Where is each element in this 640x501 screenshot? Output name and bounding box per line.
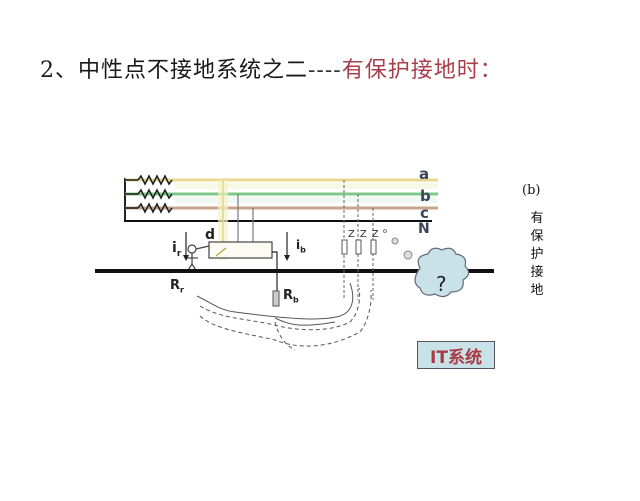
- winding-icons: [125, 174, 173, 214]
- impedance-elements: [341, 239, 377, 255]
- person-resistance-label: Rr: [170, 278, 184, 295]
- equipment-current-label: ib: [296, 238, 306, 255]
- ib-arrow-icon: [284, 255, 290, 261]
- cloud-question-label: ?: [436, 272, 447, 296]
- ground-potential-curves: [196, 282, 372, 351]
- title-highlight: 有保护接地时：: [341, 58, 503, 83]
- equipment-label: d: [205, 227, 216, 243]
- it-system-badge: IT系统: [417, 341, 495, 369]
- page-title: 2、中性点不接地系统之二----有保护接地时：: [40, 52, 503, 84]
- impedance-labels: ZZZ: [348, 229, 384, 240]
- phase-label-n: N: [418, 221, 430, 237]
- equipment-enclosure: [208, 241, 273, 259]
- phase-label-a: a: [419, 165, 430, 183]
- vertical-caption: 有 保 护 接 地: [530, 211, 544, 298]
- unknown-cloud-icon: [414, 247, 470, 298]
- ir-arrow-icon: [183, 255, 189, 261]
- person-current-label: ir: [172, 240, 182, 259]
- person-icon: [186, 244, 210, 273]
- title-prefix: 2、中性点不接地系统之二: [40, 58, 308, 83]
- phase-label-c: c: [420, 204, 429, 222]
- ground-electrode: [272, 290, 280, 307]
- phase-label-b: b: [420, 187, 431, 205]
- figure-caption: (b): [522, 183, 541, 198]
- ground-resistance-label: Rb: [283, 288, 299, 305]
- title-dashes: ----: [308, 58, 342, 83]
